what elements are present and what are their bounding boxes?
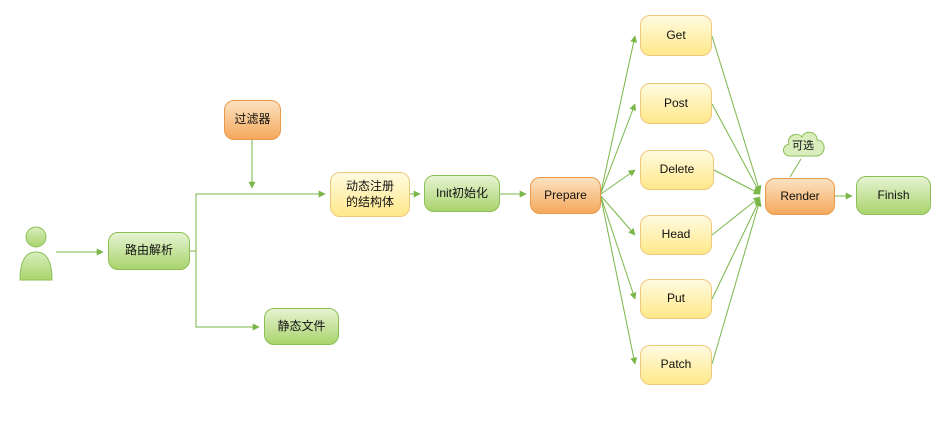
node-patch: Patch — [640, 345, 712, 385]
node-post-label: Post — [663, 95, 688, 110]
edge-prepare-post — [600, 103, 637, 194]
node-prepare-label: Prepare — [544, 187, 587, 202]
node-struct: 动态注册 的结构体 — [330, 172, 410, 217]
user-icon — [16, 226, 56, 282]
node-head: Head — [640, 215, 712, 255]
node-post: Post — [640, 83, 712, 124]
cloud-icon — [783, 131, 825, 157]
edge-head-render — [711, 196, 761, 236]
node-render: Render — [765, 178, 835, 215]
node-route: 路由解析 — [108, 232, 190, 270]
node-put-label: Put — [666, 291, 685, 306]
node-delete-label: Delete — [659, 162, 695, 177]
edge-put-render — [711, 198, 761, 300]
node-get: Get — [640, 15, 712, 56]
node-static-files: 静态文件 — [264, 308, 339, 345]
edge-route-struct — [190, 190, 326, 252]
node-delete: Delete — [640, 150, 714, 190]
node-render-label: Render — [780, 188, 820, 203]
node-filter: 过滤器 — [224, 100, 281, 140]
node-head-label: Head — [661, 227, 691, 242]
node-finish-label: Finish — [877, 187, 910, 202]
edge-prepare-delete — [600, 169, 636, 195]
node-filter-label: 过滤器 — [234, 112, 271, 127]
edge-route-static — [190, 250, 260, 331]
node-put: Put — [640, 279, 712, 319]
edge-prepare-patch — [600, 197, 638, 365]
optional-cloud-label: 可选 — [792, 140, 814, 152]
node-get-label: Get — [666, 27, 686, 42]
edge-optional-render — [789, 158, 802, 178]
edge-patch-render — [711, 199, 762, 365]
edge-prepare-head — [600, 195, 636, 236]
node-patch-label: Patch — [660, 357, 692, 372]
node-struct-label: 动态注册 的结构体 — [345, 178, 394, 209]
node-init: Init初始化 — [424, 175, 500, 212]
edge-get-render — [711, 35, 762, 193]
edge-post-render — [711, 103, 761, 194]
edge-prepare-get — [600, 35, 638, 193]
edge-prepare-put — [600, 196, 637, 300]
node-prepare: Prepare — [530, 177, 601, 214]
node-static-files-label: 静态文件 — [277, 318, 326, 333]
node-init-label: Init初始化 — [435, 185, 488, 200]
node-finish: Finish — [856, 176, 931, 215]
node-route-label: 路由解析 — [124, 243, 173, 258]
edge-delete-render — [713, 169, 761, 195]
optional-cloud: 可选 — [778, 127, 828, 161]
